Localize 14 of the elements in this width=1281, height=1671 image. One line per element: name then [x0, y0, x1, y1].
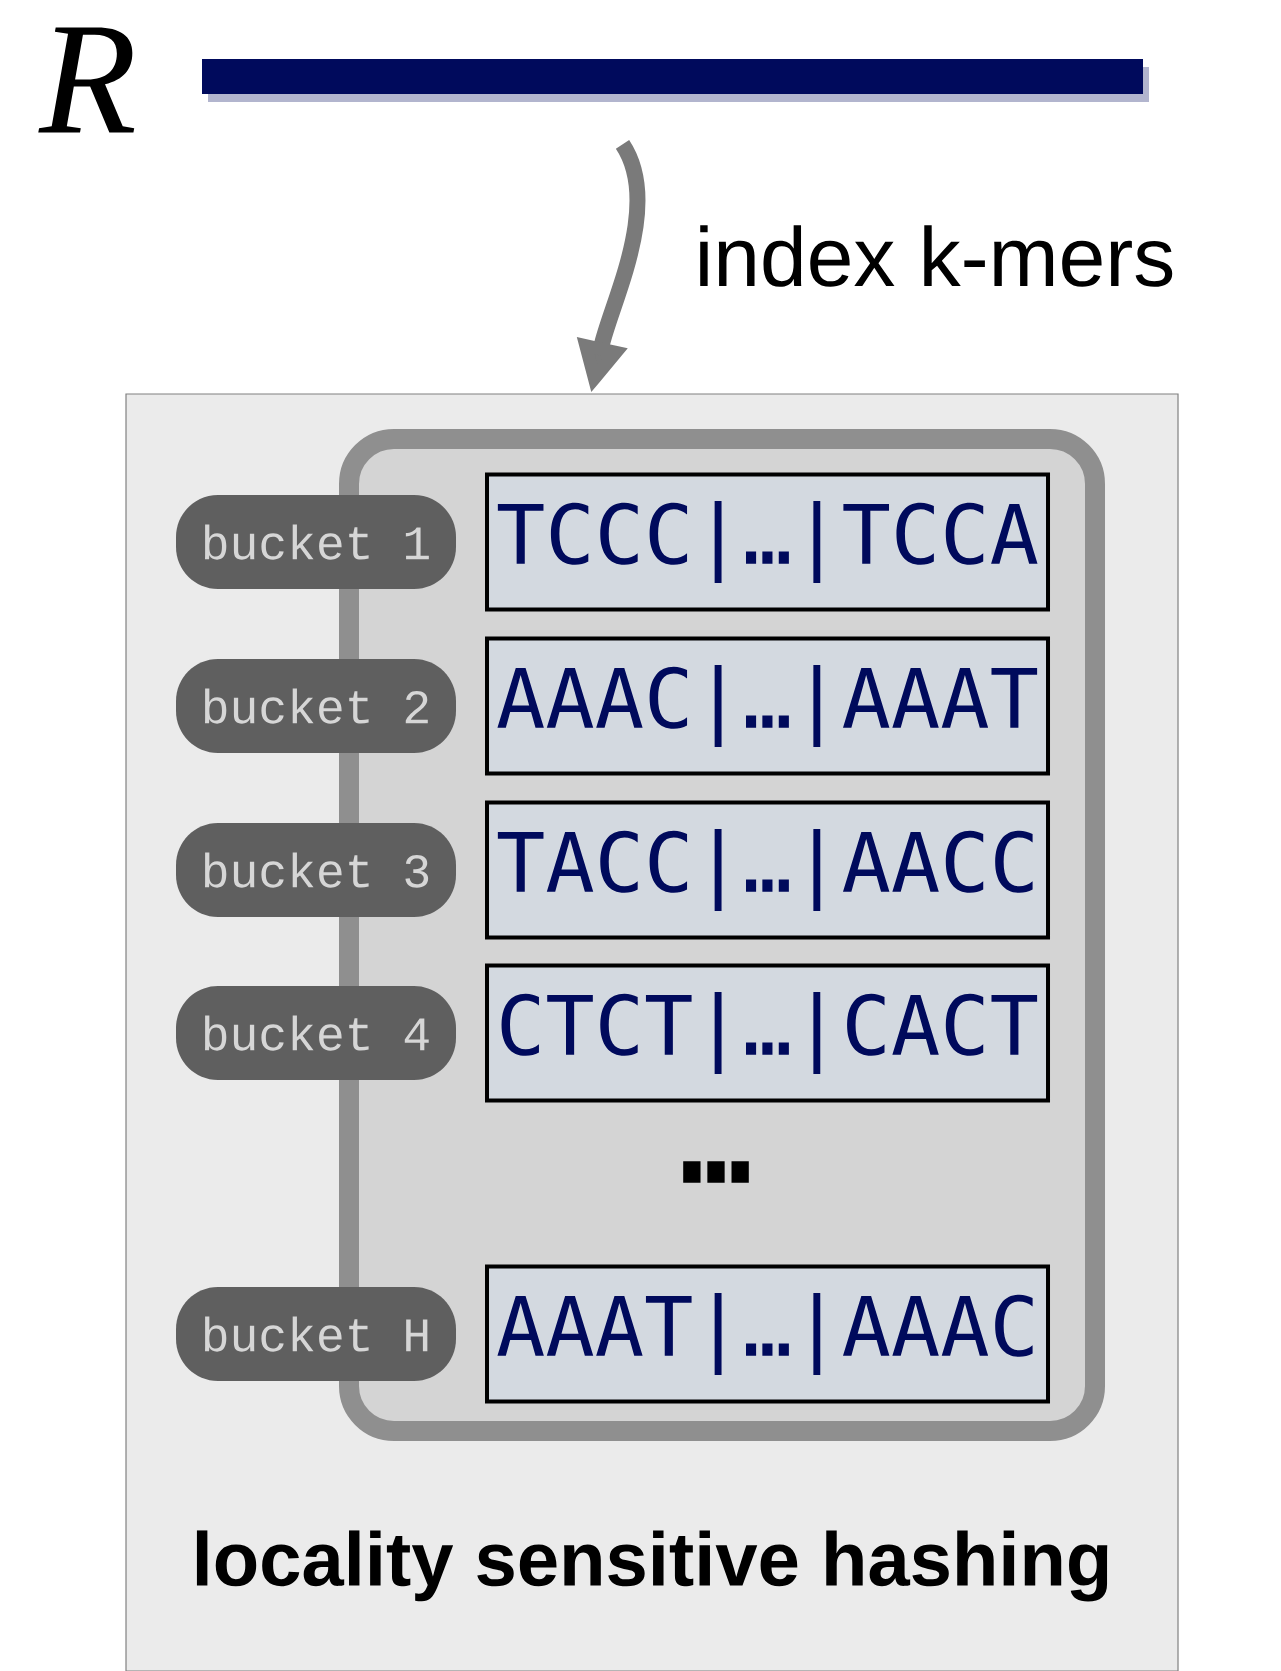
bucket-box: AAAC|…|AAAT	[485, 636, 1050, 776]
bucket-label: bucket 4	[176, 986, 456, 1080]
edge-label: index k-mers	[700, 225, 1173, 287]
bucket-label: bucket 3	[176, 823, 456, 917]
bucket-box: TACC|…|AACC	[485, 800, 1050, 940]
ellipsis: …	[683, 1161, 749, 1183]
italic-letter: R	[38, 27, 135, 133]
bucket-label: bucket H	[176, 1287, 456, 1381]
bucket-box: CTCT|…|CACT	[485, 963, 1050, 1103]
bucket-label: bucket 2	[176, 659, 456, 753]
bucket-box: TCCC|…|TCCA	[485, 472, 1050, 612]
bucket-box: AAAT|…|AAAC	[485, 1264, 1050, 1404]
bar	[202, 59, 1149, 102]
bucket-label: bucket 1	[176, 495, 456, 589]
